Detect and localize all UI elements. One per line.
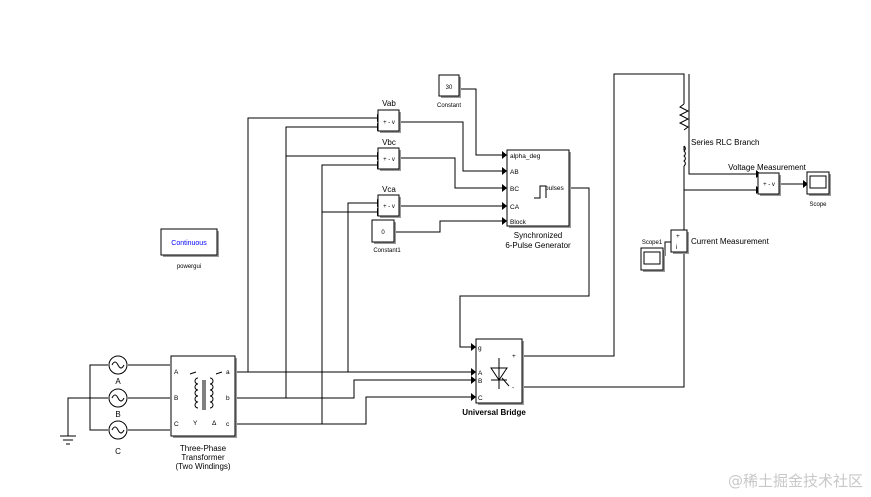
bridge-port-g: g	[478, 345, 482, 352]
constant1-block[interactable]: 0 Constant1	[371, 219, 401, 254]
wire-vab-out	[399, 121, 502, 172]
generator-label-2: 6-Pulse Generator	[505, 241, 571, 250]
transformer-port-A: A	[174, 369, 179, 376]
powergui-value: Continuous	[171, 240, 207, 247]
vab-block[interactable]: Vab + - v	[377, 99, 401, 133]
svg-text:i: i	[676, 244, 677, 251]
generator-port-block: Block	[510, 219, 527, 226]
voltage-measurement-symbol: + - v	[763, 182, 775, 188]
vab-symbol: + - v	[383, 120, 395, 126]
transformer-label-3: (Two Windings)	[175, 462, 230, 471]
vca-block[interactable]: Vca + - v	[377, 185, 401, 218]
rlc-branch-block[interactable]: Series RLC Branch	[678, 103, 759, 167]
thyristor-icon	[490, 358, 510, 389]
generator-port-ca: CA	[510, 204, 520, 211]
wire-tap-a2	[347, 202, 377, 372]
powergui-label: powergui	[177, 264, 201, 270]
vca-label: Vca	[382, 185, 396, 194]
ac-source-a[interactable]: A	[108, 355, 128, 386]
transformer-block[interactable]: A B C a b c Y Δ Three-Phase Transformer …	[170, 355, 237, 471]
wire-phase-b	[236, 379, 471, 399]
scope-block[interactable]: Scope	[806, 171, 831, 208]
bridge-label: Universal Bridge	[462, 408, 526, 417]
universal-bridge-block[interactable]: g A B C + - Universal Bridge	[462, 338, 526, 417]
vbc-symbol: + - v	[383, 157, 395, 163]
rlc-label: Series RLC Branch	[691, 138, 759, 147]
wire-neutral	[67, 364, 108, 436]
constant-value: 30	[446, 85, 453, 91]
ac-source-b[interactable]: B	[108, 388, 128, 419]
generator-port-pulses: pulses	[545, 185, 565, 192]
arrowheads	[377, 114, 808, 401]
wire-vbc-out	[399, 157, 502, 189]
current-measurement-label: Current Measurement	[691, 237, 770, 246]
transformer-port-b: b	[226, 395, 230, 402]
constant-label: Constant	[437, 103, 461, 109]
wire-constant1	[394, 220, 502, 233]
wire-constant	[459, 88, 502, 156]
wire-phase-c	[236, 396, 471, 425]
constant1-label: Constant1	[373, 248, 401, 254]
transformer-port-C: C	[174, 421, 179, 428]
transformer-coils-icon: Y Δ	[189, 371, 223, 427]
transformer-port-a: a	[226, 369, 230, 376]
resistor-icon	[678, 103, 690, 131]
transformer-port-B: B	[174, 395, 178, 402]
generator-port-alpha: alpha_deg	[510, 153, 541, 160]
inductor-icon	[683, 145, 686, 167]
watermark: @稀土掘金技术社区	[727, 472, 863, 490]
generator-label-1: Synchronized	[514, 231, 562, 240]
vbc-block[interactable]: Vbc + - v	[377, 138, 401, 171]
ac-source-c[interactable]: C	[108, 420, 128, 456]
wire-tap-b1	[285, 126, 377, 398]
ground-symbol	[60, 435, 76, 445]
scope1-screen-icon	[643, 251, 661, 265]
scope-label: Scope	[809, 202, 827, 208]
wires	[60, 73, 803, 445]
wire-dc-plus	[521, 73, 685, 357]
bridge-port-B: B	[478, 378, 482, 385]
bridge-port-minus: -	[512, 384, 514, 391]
powergui-block[interactable]: Continuous powergui	[160, 228, 219, 270]
scope1-block[interactable]: Scope1	[640, 240, 665, 272]
wire-pulses	[459, 187, 590, 348]
svg-text:Δ: Δ	[212, 420, 217, 427]
wire-tap-a	[247, 117, 377, 372]
source-c-label: C	[115, 447, 121, 456]
generator-port-bc: BC	[510, 186, 519, 193]
bridge-port-A: A	[478, 370, 483, 377]
transformer-label-2: Transformer	[181, 453, 225, 462]
voltage-measurement-label: Voltage Measurement	[728, 163, 807, 172]
vca-symbol: + - v	[383, 204, 395, 210]
transformer-label-1: Three-Phase	[180, 444, 227, 453]
wire-vm-plus	[688, 74, 756, 175]
pulse-symbol	[534, 185, 547, 199]
constant-block[interactable]: 30 Constant	[437, 74, 461, 109]
svg-text:+: +	[676, 233, 680, 240]
bridge-port-C: C	[478, 395, 483, 402]
source-b-label: B	[115, 410, 120, 419]
vab-label: Vab	[382, 99, 396, 108]
scope1-label: Scope1	[642, 240, 663, 246]
svg-text:Y: Y	[193, 420, 198, 427]
scope-screen-icon	[809, 175, 827, 189]
wire-tap-c1	[321, 164, 377, 424]
source-a-label: A	[115, 377, 121, 386]
vbc-label: Vbc	[382, 138, 396, 147]
voltage-measurement-block[interactable]: Voltage Measurement + - v	[728, 163, 807, 196]
pulse-generator-block[interactable]: alpha_deg AB BC CA Block pulses Synchron…	[505, 149, 571, 250]
generator-port-ab: AB	[510, 169, 519, 176]
wire-dc-minus	[521, 254, 685, 388]
constant1-value: 0	[381, 230, 385, 236]
transformer-port-c: c	[226, 421, 230, 428]
current-measurement-block[interactable]: + i Current Measurement	[670, 229, 770, 254]
bridge-port-plus: +	[512, 353, 516, 360]
